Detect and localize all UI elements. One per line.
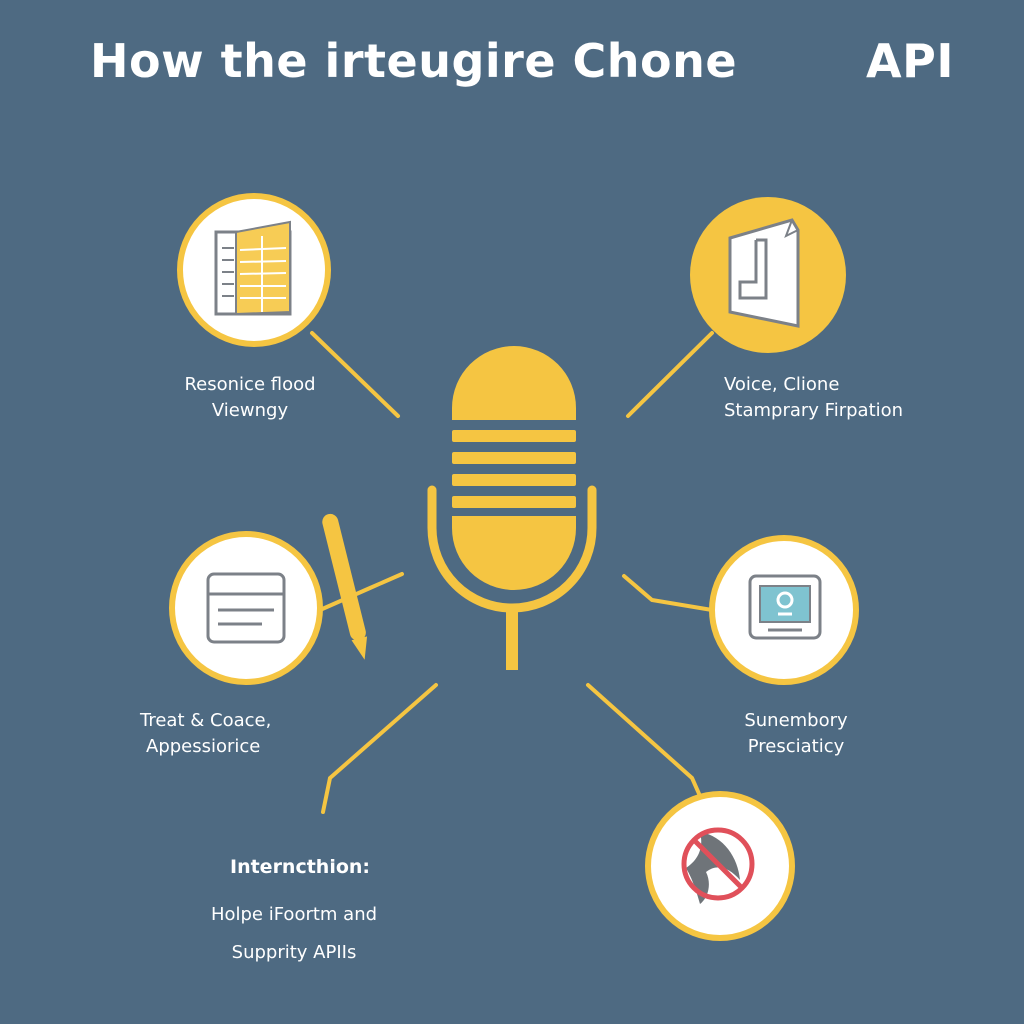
label-interaction-line-2: Supprity APIIs (231, 942, 357, 963)
label-interaction: Holpe iFoortm and Supprity APIIs (196, 896, 392, 972)
label-resonice-line-1: Resonice flood (184, 374, 316, 395)
label-voice-clone-line-2: Stamprary Firpation (724, 400, 904, 421)
node-resonice-circle (177, 193, 331, 347)
page-title: How the irteugire Chone (90, 34, 738, 88)
label-sunembory: Sunembory Presciaticy (726, 708, 866, 760)
form-window-icon (206, 572, 286, 644)
document-grid-icon (214, 220, 292, 316)
connectors (310, 331, 714, 814)
label-treat-line-1: Treat & Coace, (140, 710, 272, 731)
page-title-suffix: API (866, 34, 954, 88)
label-interaction-heading: Interncthion: (230, 856, 371, 878)
label-treat: Treat & Coace, Appessiorice (140, 708, 271, 760)
node-prohibited-circle (645, 791, 795, 941)
microphone-icon (427, 346, 597, 670)
pencil-icon (322, 513, 368, 660)
monitor-user-icon (748, 574, 822, 640)
connector-interaction (321, 683, 438, 814)
label-sunembory-line-1: Sunembory (744, 710, 848, 731)
node-voice-clone-circle (690, 197, 846, 353)
connector-prohibited (586, 683, 702, 798)
label-interaction-line-1: Holpe iFoortm and (210, 904, 378, 925)
label-voice-clone: Voice, Clione Stamprary Firpation (724, 372, 903, 424)
document-fold-icon (728, 218, 800, 328)
label-sunembory-line-2: Presciaticy (747, 736, 845, 757)
connector-sunembory (622, 574, 714, 612)
label-treat-line-2: Appessiorice (146, 736, 261, 757)
node-sunembory-circle (709, 535, 859, 685)
prohibited-bird-icon (681, 827, 755, 904)
connector-resonice (310, 331, 400, 418)
label-resonice-line-2: Viewngy (211, 400, 289, 421)
connector-treat (318, 572, 404, 612)
label-voice-clone-line-1: Voice, Clione (724, 374, 840, 395)
label-resonice: Resonice flood Viewngy (160, 372, 340, 424)
connector-voice-clone (626, 331, 714, 418)
node-treat-circle (169, 531, 323, 685)
